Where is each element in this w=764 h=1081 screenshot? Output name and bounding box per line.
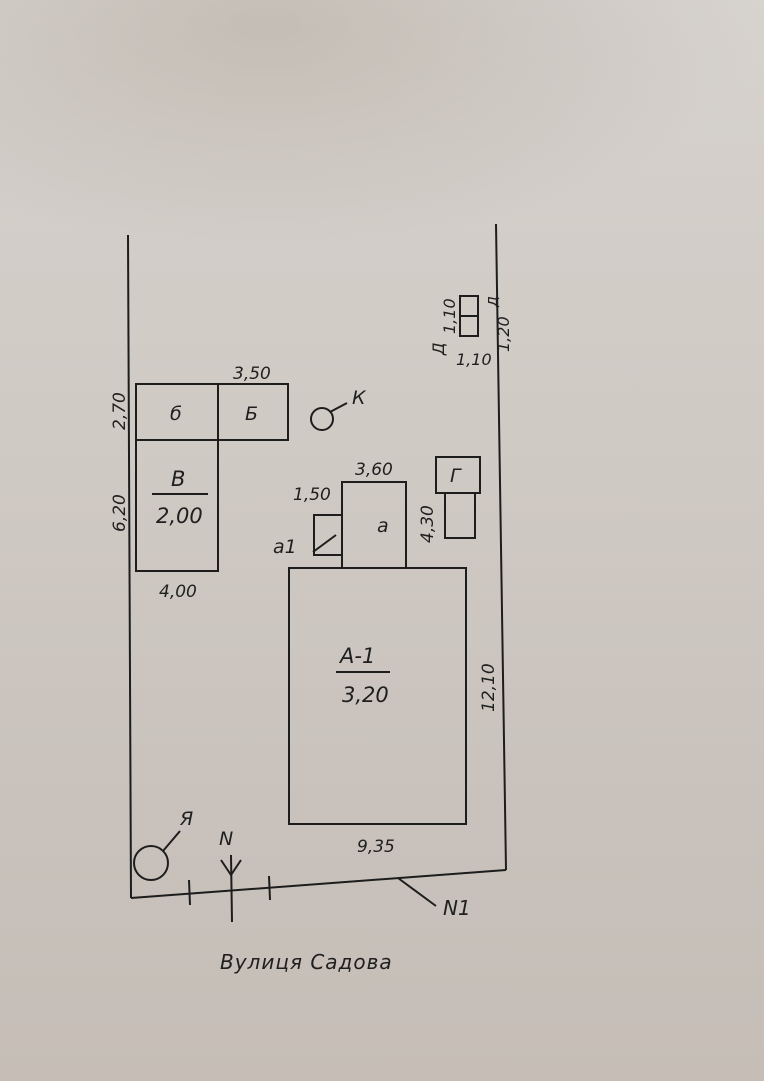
- building-d-bottom: [459, 315, 479, 337]
- well-label: К: [352, 387, 367, 409]
- building-annex-a-label: а: [377, 515, 389, 537]
- building-g-label: Г: [450, 465, 462, 487]
- building-b-cap-width: 3,50: [233, 364, 271, 384]
- well-leader: [329, 402, 348, 413]
- building-g-annex: [444, 492, 476, 539]
- building-annex-a1-label: а1: [273, 536, 297, 558]
- building-annex-a1: [313, 514, 343, 556]
- well-symbol: [310, 407, 334, 431]
- building-d-label: Д: [429, 343, 448, 357]
- building-main-depth: 12,10: [479, 663, 499, 712]
- building-v-height: 6,20: [110, 494, 130, 532]
- boundary-tick: [268, 875, 271, 901]
- n1-label: N1: [443, 896, 471, 920]
- building-main-a1: [288, 567, 467, 825]
- building-d-top-size: 1,10: [440, 298, 459, 334]
- building-main-value: 3,20: [342, 683, 389, 707]
- building-v-label: В: [171, 467, 185, 491]
- building-annex-a-width: 3,60: [355, 460, 393, 480]
- building-d-side-size: 1,20: [494, 316, 513, 352]
- building-annex-a1-width: 1,50: [293, 485, 331, 505]
- tree-leader: [162, 830, 181, 852]
- building-v-value: 2,00: [156, 504, 203, 528]
- building-annex-a-depth: 4,30: [418, 505, 438, 543]
- building-b-cap: [217, 383, 289, 441]
- building-main-label: А-1: [338, 644, 375, 668]
- building-d-small-label: д: [482, 296, 501, 308]
- tree-symbol: [133, 845, 169, 881]
- north-arrow-line: [230, 854, 233, 923]
- building-v-width: 4,00: [159, 582, 197, 602]
- photo-shadow: [0, 0, 764, 250]
- annex-a1-leader: [312, 534, 337, 553]
- street-name: Вулиця Садова: [220, 950, 393, 974]
- tree-label: Я: [179, 808, 193, 830]
- front-boundary: [130, 869, 507, 899]
- building-b-small-label: б: [170, 403, 182, 425]
- building-b-cap-label: Б: [245, 403, 258, 425]
- building-b-small-height: 2,70: [110, 392, 130, 430]
- left-boundary: [127, 234, 132, 899]
- right-boundary: [495, 223, 507, 871]
- boundary-tick: [188, 879, 191, 906]
- building-annex-a: [341, 481, 407, 569]
- north-arrow-head: [220, 859, 242, 877]
- building-main-length: 9,35: [357, 837, 395, 857]
- building-d-top: [459, 295, 479, 317]
- north-label: N: [219, 828, 233, 850]
- building-v: [135, 439, 219, 572]
- building-d-bottom-size: 1,10: [456, 350, 492, 369]
- n1-leader: [397, 877, 437, 907]
